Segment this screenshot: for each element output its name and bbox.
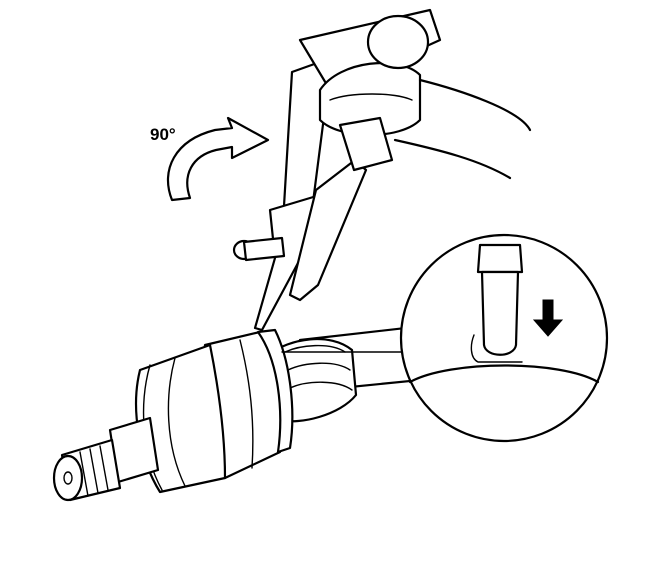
cv-joint-housing: [134, 328, 294, 494]
splined-stub-shaft: [52, 416, 160, 502]
down-arrow-icon: [532, 299, 564, 337]
magnified-detail-view: [399, 233, 609, 443]
rotation-angle-label: 90°: [150, 125, 176, 144]
rotation-arrow: [167, 116, 270, 202]
hand-holding-hammer: [393, 78, 532, 180]
crimping-tool: [232, 60, 368, 332]
hammer: [298, 8, 442, 172]
